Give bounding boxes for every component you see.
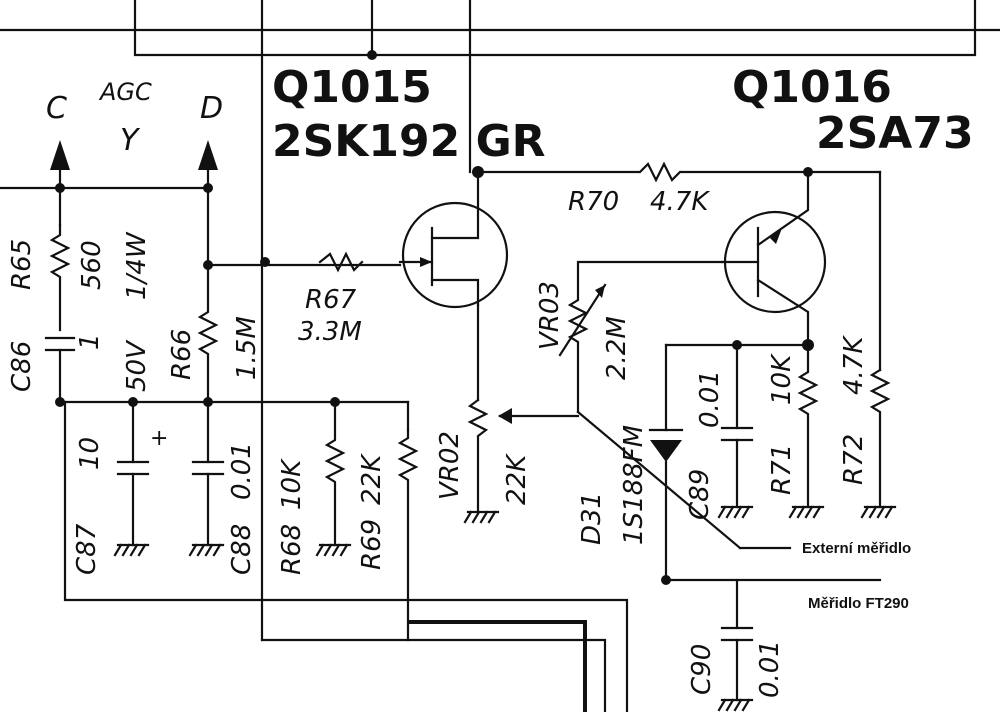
top-bus (0, 0, 1000, 642)
r69-resistor (397, 428, 419, 642)
r65-resistor (49, 223, 71, 332)
r72-value: 4.7K (839, 335, 869, 395)
r67-resistor (318, 251, 364, 273)
r71-ref: R71 (767, 444, 797, 495)
c86-capacitor (44, 336, 76, 404)
ground-symbols (113, 505, 897, 712)
agc-label: AGC (98, 78, 152, 106)
d31-diode (648, 343, 684, 582)
r70-value: 4.7K (650, 187, 710, 217)
c87-value: 10 (75, 437, 105, 470)
c88-ref: C88 (227, 524, 257, 575)
d31-ref: D31 (577, 492, 607, 545)
terminal-d-label: D (200, 91, 223, 126)
r67-ref: R67 (305, 285, 357, 315)
q1016-ref: Q1016 (732, 62, 892, 113)
ft290-meter-label: Měřidlo FT290 (808, 595, 909, 612)
vr03-value: 2.2M (602, 316, 632, 380)
q1016-part: 2SA73 (816, 108, 974, 159)
r71-resistor (797, 343, 819, 509)
r66-ref: R66 (167, 329, 197, 380)
r68-resistor (324, 400, 346, 547)
c90-ref: C90 (687, 644, 717, 695)
vr02-potentiometer (467, 398, 580, 514)
terminal-d-arrow (198, 140, 218, 267)
external-meter-label: Externí měřidlo (802, 540, 911, 557)
terminal-c-label: C (46, 91, 67, 126)
r65-value: 560 (77, 240, 107, 290)
c86-voltage: 50V (122, 339, 152, 392)
r72-ref: R72 (839, 434, 869, 485)
vr02-ref: VR02 (435, 431, 465, 500)
agc-symbol: Υ (120, 123, 141, 158)
r70-resistor (476, 161, 810, 183)
r69-ref: R69 (357, 519, 387, 570)
svg-text:+: + (150, 426, 168, 451)
r65-ref: R65 (7, 239, 37, 290)
r69-value: 22K (357, 453, 387, 505)
c89-capacitor (720, 343, 754, 509)
c87-capacitor: + (116, 400, 168, 547)
q1016-transistor (720, 170, 827, 347)
r72-resistor (869, 368, 891, 509)
vr03-potentiometer (558, 260, 724, 414)
c86-ref: C86 (7, 341, 37, 392)
vr03-ref: VR03 (535, 281, 565, 350)
terminal-c-arrow (50, 140, 70, 227)
r68-ref: R68 (277, 524, 307, 575)
c90-capacitor (720, 578, 754, 702)
r66-value: 1.5M (232, 316, 262, 380)
r67-value: 3.3M (298, 317, 362, 347)
c87-ref: C87 (72, 523, 102, 575)
d31-value: 1S188FM (619, 425, 649, 545)
c89-ref: C89 (685, 469, 715, 520)
c89-value: 0.01 (695, 370, 725, 428)
r70-ref: R70 (568, 187, 619, 217)
c90-value: 0.01 (755, 640, 785, 698)
r65-note: 1/4W (122, 231, 152, 300)
vr02-value: 22K (502, 453, 532, 505)
c88-capacitor (191, 400, 225, 547)
q1015-fet (398, 201, 509, 309)
c88-value: 0.01 (227, 442, 257, 500)
r66-resistor (197, 263, 219, 404)
q1015-part: 2SK192 GR (272, 116, 546, 167)
r71-value: 10K (767, 353, 797, 405)
c86-value: 1 (75, 333, 105, 350)
r68-value: 10K (277, 458, 307, 510)
q1015-ref: Q1015 (272, 62, 432, 113)
